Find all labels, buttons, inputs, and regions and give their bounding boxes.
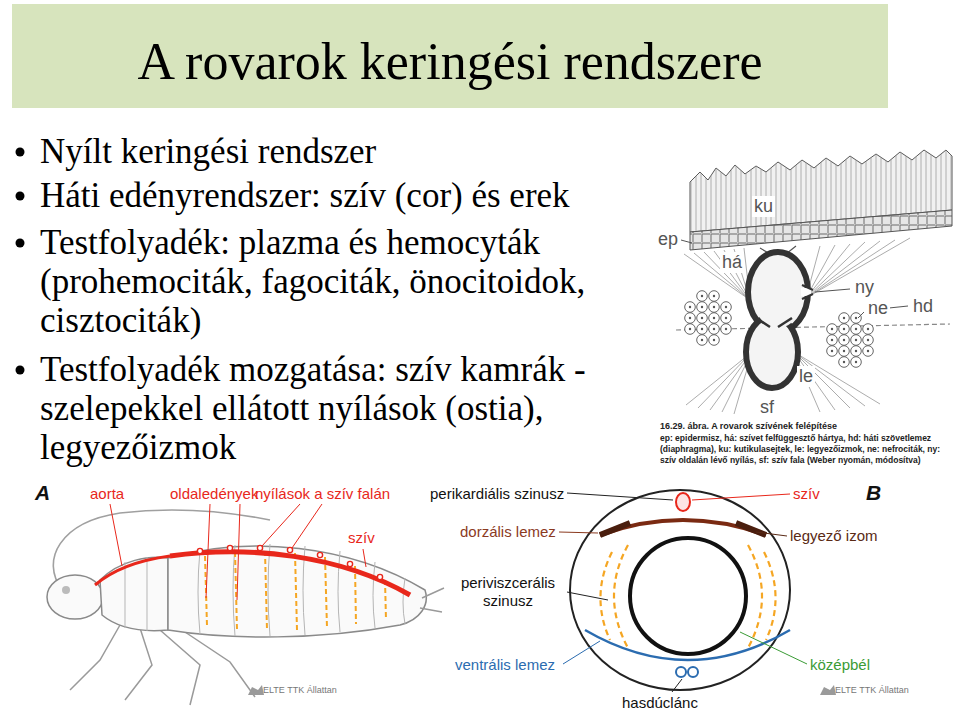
leader-line	[681, 240, 692, 243]
leg	[70, 625, 255, 705]
aorta-vessel	[95, 556, 170, 585]
watermark-icon	[248, 685, 264, 695]
thorax	[100, 557, 168, 630]
panel-letter: B	[866, 481, 881, 505]
leader-line	[889, 306, 908, 308]
body-cross-section	[559, 490, 836, 695]
slide-title: A rovarok keringési rendszere	[12, 32, 888, 92]
leader-line	[567, 493, 673, 500]
heart	[676, 493, 690, 511]
bullet-text: Háti edényrendszer: szív (cor) és erek	[40, 176, 650, 215]
epidermis-layer	[690, 210, 952, 250]
nerve-cord	[688, 667, 698, 677]
part-label: ne	[866, 298, 890, 319]
bullet-text: Testfolyadék: plazma és hemocyták (prohe…	[40, 223, 650, 340]
ostium	[227, 545, 232, 550]
heart-chamber	[748, 252, 808, 332]
part-label: szív	[793, 485, 820, 502]
part-label: perikardiális szinusz	[430, 485, 564, 502]
ostia	[197, 545, 382, 579]
figure-legend-text: ep: epidermisz, há: szívet felfüggesztő …	[660, 433, 956, 466]
nerve-cord	[676, 667, 686, 677]
part-label: sf	[758, 397, 776, 418]
lateral-vessel	[205, 551, 386, 630]
ventral-diaphragm	[585, 630, 790, 660]
part-label: hasdúclánc	[622, 694, 698, 711]
leader-line	[563, 641, 600, 664]
bullet-dot	[16, 148, 25, 157]
figure-caption: 16.29. ábra. A rovarok szívének felépíté…	[660, 421, 956, 432]
part-label: nyílások a szív falán	[255, 485, 390, 502]
bullet-dot	[16, 192, 25, 201]
head	[47, 575, 103, 619]
part-label: legyező izom	[790, 527, 878, 544]
bullet-text: Testfolyadék mozgatása: szív kamrák - sz…	[40, 350, 650, 467]
leader-line	[692, 494, 790, 500]
heart-lumen	[752, 256, 804, 328]
part-label: há	[720, 252, 744, 273]
leader-line	[858, 312, 864, 318]
fan-muscle	[806, 238, 910, 298]
dorsal-diaphragm	[600, 520, 766, 535]
body-wall	[570, 490, 790, 690]
nephrocyte-cluster	[827, 313, 874, 368]
leader-line	[756, 532, 787, 536]
ostium	[197, 548, 202, 553]
heart-chamber	[746, 316, 798, 388]
part-label: ku	[752, 196, 775, 217]
leader-line	[815, 289, 850, 292]
heart-section-figure	[676, 150, 952, 414]
part-label: ventrális lemez	[455, 656, 555, 673]
ostium	[317, 552, 322, 557]
part-label: szív	[348, 529, 375, 546]
watermark: ELTE TTK Állattan	[263, 685, 337, 695]
fan-muscle	[686, 352, 752, 414]
leader-line	[567, 592, 608, 600]
leader-line	[262, 504, 322, 548]
bullet-dot	[16, 366, 25, 375]
part-label: dorzális lemez	[460, 523, 556, 540]
ostium	[377, 574, 382, 579]
part-label: oldaledények	[170, 485, 258, 502]
part-label: aorta	[90, 485, 124, 502]
leader-line	[672, 679, 682, 692]
ostium	[257, 545, 262, 550]
ostium	[347, 561, 352, 566]
ostium	[287, 547, 292, 552]
title-band	[12, 4, 888, 108]
ostium-valve	[802, 285, 813, 299]
cercus	[420, 588, 444, 612]
fan-muscle	[600, 523, 766, 535]
panel-letter: A	[35, 481, 50, 505]
leader-line	[740, 632, 807, 664]
midgut	[630, 538, 746, 654]
segment-line	[125, 557, 147, 631]
leader-line	[363, 549, 366, 567]
leader-line	[206, 504, 240, 600]
watermark-icon	[820, 685, 836, 695]
bullet-text: Nyílt keringési rendszer	[40, 132, 650, 171]
part-label: le	[797, 366, 815, 387]
nephrocyte-cluster	[685, 291, 732, 346]
part-label: ny	[853, 277, 876, 298]
fan-muscle	[794, 352, 880, 412]
bullets	[16, 148, 25, 375]
part-label: középbél	[810, 656, 870, 673]
part-label: periviszcerális szinusz	[448, 574, 568, 610]
bullet-dot	[16, 239, 25, 248]
part-label: ep	[656, 229, 680, 250]
heart-valve	[756, 318, 792, 327]
part-label: hd	[911, 296, 935, 317]
leader-line	[110, 504, 122, 566]
leader-line	[559, 532, 598, 533]
insect-side-view	[47, 504, 444, 705]
eye	[62, 586, 70, 594]
watermark: ELTE TTK Állattan	[835, 685, 909, 695]
heart-lumen	[750, 320, 794, 384]
